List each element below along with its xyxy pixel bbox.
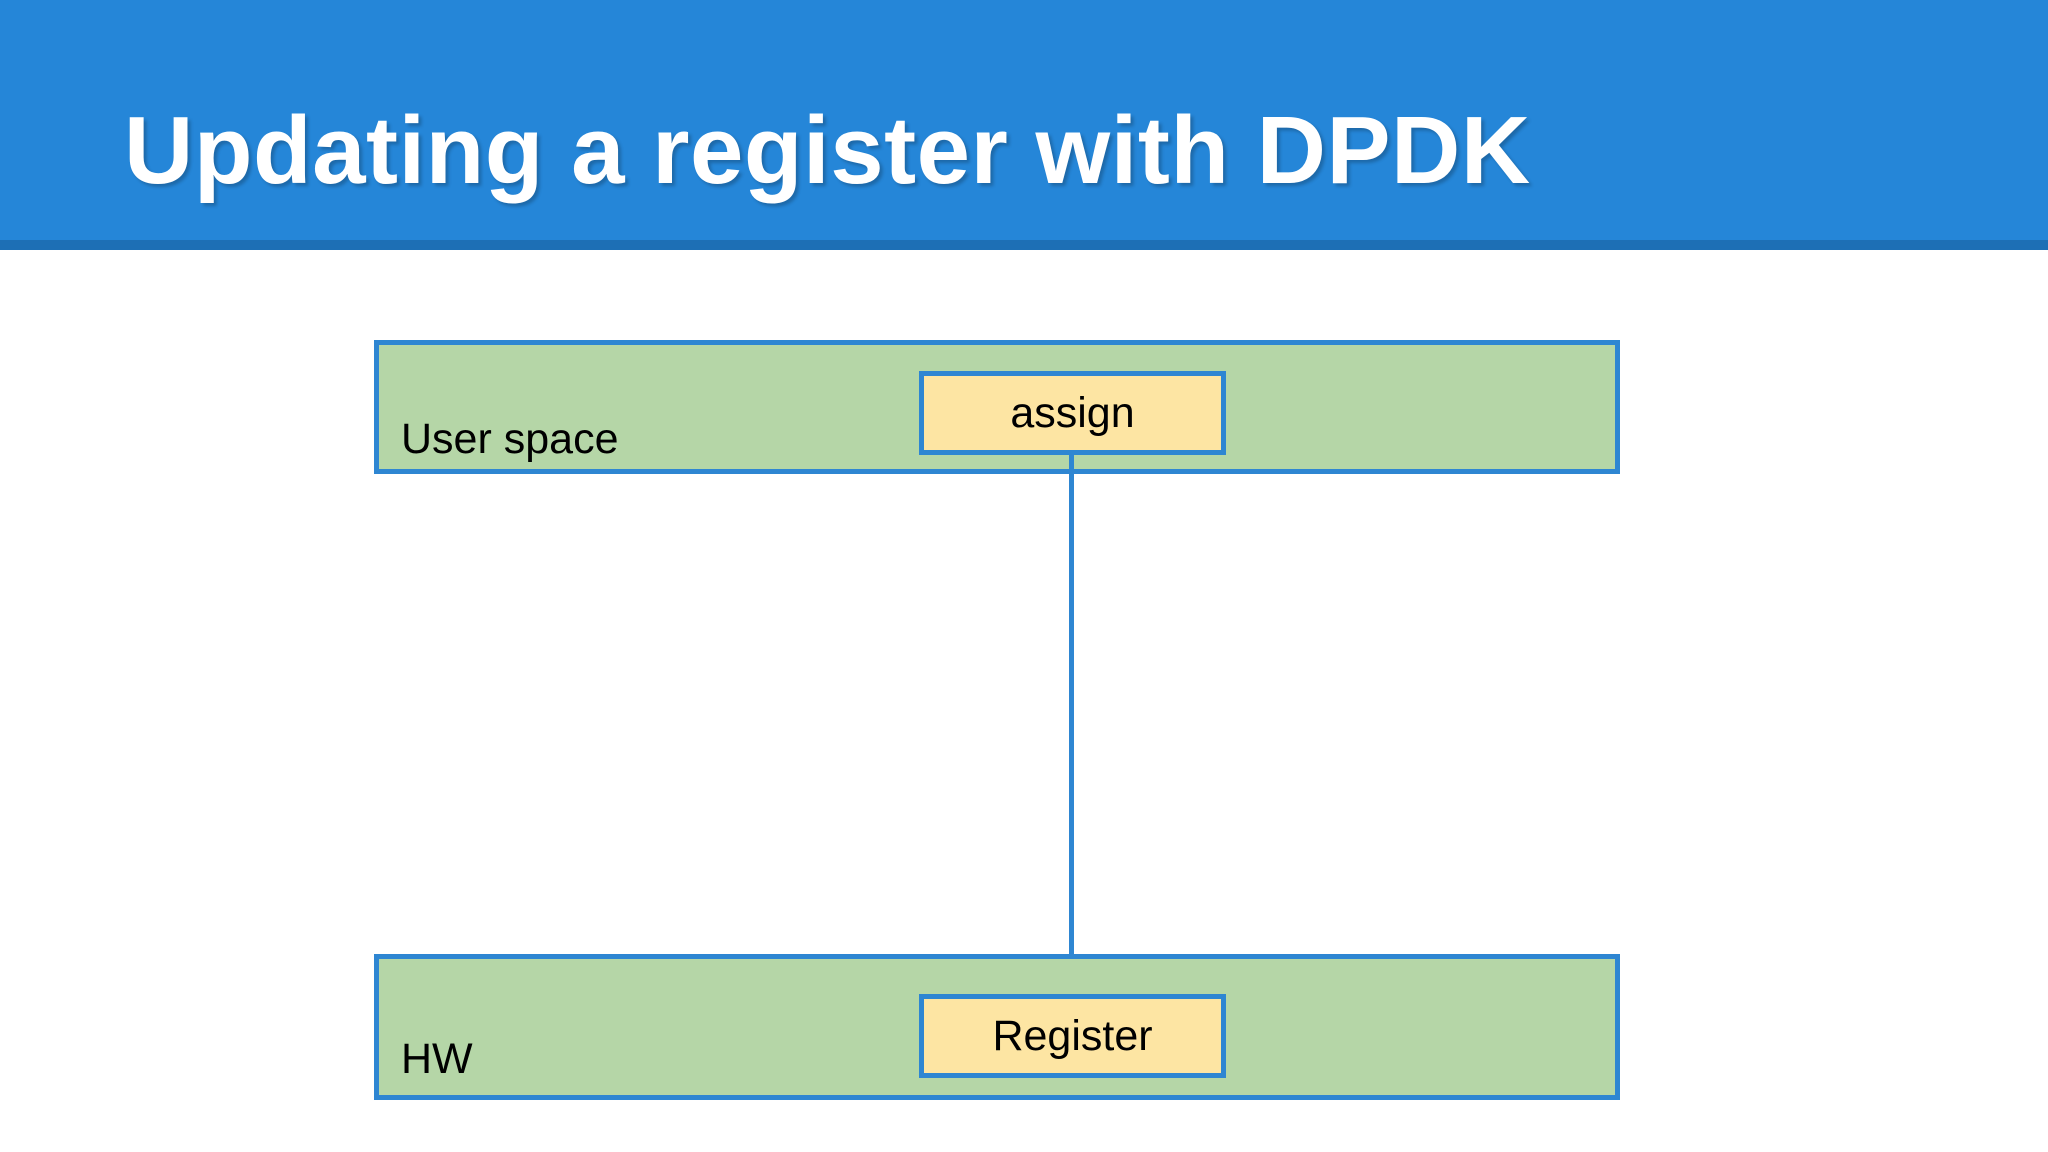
layer-label-hw: HW bbox=[401, 1035, 473, 1083]
arrow-line-assign-to-register bbox=[1069, 455, 1074, 971]
node-label-assign: assign bbox=[1010, 389, 1135, 437]
slide-header-bar bbox=[0, 0, 2048, 240]
diagram-node-assign: assign bbox=[919, 371, 1226, 455]
slide-title: Updating a register with DPDK bbox=[124, 97, 1531, 204]
slide-header-underline bbox=[0, 240, 2048, 250]
layer-label-user-space: User space bbox=[401, 415, 619, 463]
node-label-register: Register bbox=[992, 1012, 1153, 1060]
diagram-node-register: Register bbox=[919, 994, 1226, 1078]
